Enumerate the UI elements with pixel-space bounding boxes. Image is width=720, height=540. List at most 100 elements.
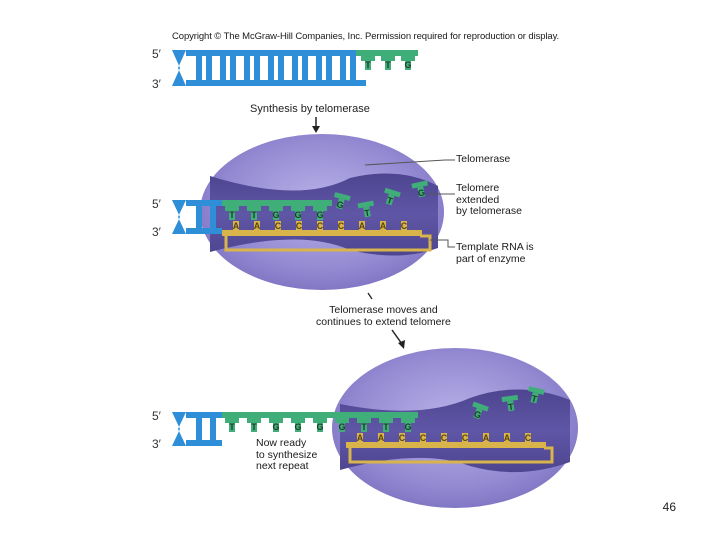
p2-rung-b [210,206,216,228]
p3-rung-a [196,418,202,440]
base-letter: G [336,199,345,210]
template-base-5: C [462,433,469,443]
base-pair-5 [316,56,332,80]
base-pair-3 [268,56,284,80]
base-letter: T [530,393,538,404]
nucleotide-1: T [247,206,261,220]
p2-top-blue [186,200,222,206]
nucleotide-4: G [313,206,327,220]
free-nucleotide-0: G [472,401,489,421]
three-prime-label-1: 3′ [152,77,162,91]
base-letter: T [361,422,367,432]
base-letter: A [504,433,511,443]
template-rna-callout: Template RNA is part of enzyme [456,241,534,265]
leader-template [430,239,455,248]
nucleotide-4: G [313,418,327,432]
five-prime-label-2: 5′ [152,197,162,211]
strand-break-end [172,50,186,86]
base-letter: T [383,422,389,432]
base-letter: C [420,433,427,443]
template-base-6: A [359,221,366,231]
base-letter: C [462,433,469,443]
base-letter: C [338,221,345,231]
p2-template-strand [222,230,422,236]
base-letter: G [272,422,279,432]
template-base-8: C [525,433,532,443]
base-letter: G [404,422,411,432]
free-nucleotide-0: G [334,192,351,210]
free-nucleotide-1: T [357,200,375,218]
nucleotide-3: G [291,418,305,432]
p3-rung-b [210,418,216,440]
base-pair-4 [292,56,308,80]
template-base-3: C [296,221,303,231]
p3-top-blue [186,412,222,418]
free-nucleotide-2: T [527,386,545,404]
p3-telomere-strand [222,412,418,418]
telomerase-enzyme-2 [332,348,578,508]
telomerase-callout: Telomerase [456,153,511,165]
arrow-head-1 [312,126,320,133]
base-pair-2 [244,56,260,80]
base-letter: A [483,433,490,443]
base-letter: G [294,210,301,220]
base-letter: G [417,187,426,198]
template-base-4: C [317,221,324,231]
p3-bottom-blue [186,440,222,446]
nucleotide-0: T [225,206,239,220]
base-letter: G [473,409,483,421]
bottom-strand-blue [186,80,366,86]
three-prime-label-2: 3′ [152,225,162,239]
p2-template-loop [224,234,432,252]
synthesis-step-label: Synthesis by telomerase [250,103,370,115]
nucleotide-7: T [379,418,393,432]
base-pair-rungs [196,56,356,80]
base-letter: T [251,422,257,432]
tick-mark [367,292,373,300]
p2-bottom-blue [186,228,222,234]
template-base-2: C [399,433,406,443]
template-base-0: A [233,221,240,231]
base-letter: T [251,210,257,220]
p3-template-loop [348,446,554,464]
base-letter: C [317,221,324,231]
free-nucleotide-1: T [501,394,519,413]
template-base-6: A [483,433,490,443]
base-pair-0 [196,56,212,80]
base-letter: T [364,207,372,218]
template-base-8: C [401,221,408,231]
template-base-2: C [275,221,282,231]
free-nucleotides: G T T [472,386,545,421]
base-letter: G [294,422,301,432]
base-letter: T [508,402,515,413]
leader-telomerase [364,159,455,166]
template-base-4: C [441,433,448,443]
p3-break-end [172,412,186,446]
free-nucleotide-3: G [411,180,429,198]
moves-step-label: Telomerase moves and continues to extend… [316,304,451,328]
top-strand-blue [186,50,366,56]
base-letter: C [399,433,406,443]
base-letter: A [357,433,364,443]
page-number: 46 [662,500,676,514]
nucleotide-3: G [291,206,305,220]
base-letter: A [254,221,261,231]
base-pair-6 [340,56,356,80]
p2-break-end [172,200,186,234]
template-base-7: A [380,221,387,231]
nucleotide-1: T [381,56,395,70]
template-base-1: A [254,221,261,231]
nucleotide-6: T [357,418,371,432]
base-letter: A [359,221,366,231]
nucleotide-0: T [361,56,375,70]
template-base-0: A [357,433,364,443]
